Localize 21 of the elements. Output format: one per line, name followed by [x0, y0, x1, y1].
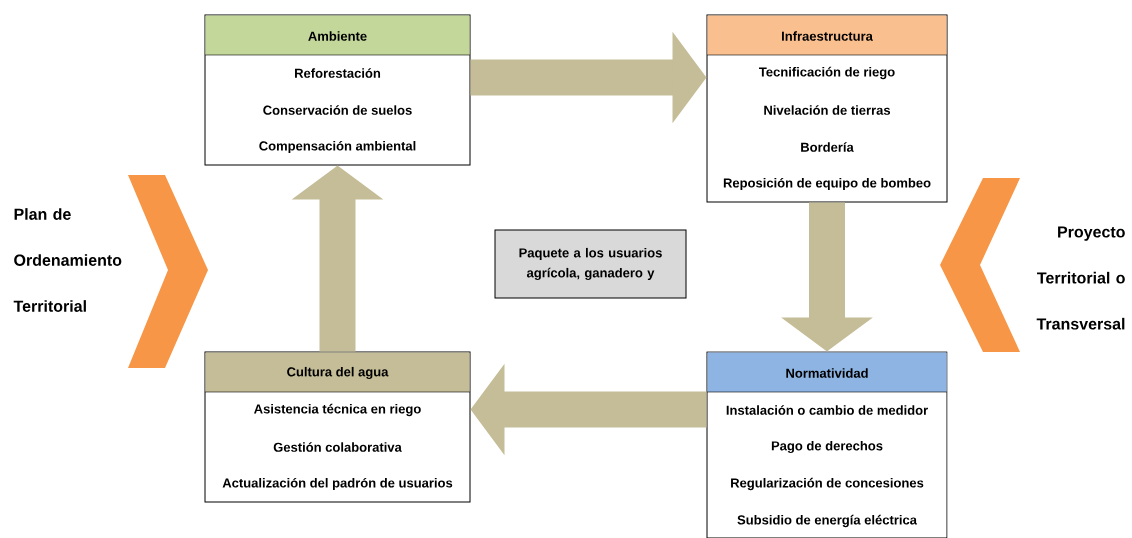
side-label: Proyecto Territorial o Transversal [1036, 226, 1125, 330]
list-item: Instalación o cambio de medidor [726, 405, 928, 415]
list-item: Subsidio de energía eléctrica [737, 514, 918, 528]
label-box: Paquete a los usuarios agrícola, ganadero y [494, 229, 687, 299]
list-item: Asistencia técnica en riego [254, 403, 421, 417]
side-label: Plan de Ordenamiento Territorial [13, 208, 122, 312]
list-item: Pago de derechos [771, 440, 883, 454]
header-bar: Ambiente [204, 15, 471, 56]
list-item: Actualización del padrón de usuarios [222, 477, 453, 491]
list-item: Tecnificación de riego [759, 66, 895, 80]
list-item: Reforestación [295, 68, 381, 78]
list-item: Conservación de suelos [263, 105, 412, 115]
header-bar: Cultura del agua [204, 352, 471, 393]
list-item: Regularización de concesiones [731, 477, 924, 491]
list-item: Bordería [801, 142, 854, 152]
header-bar: Normatividad [706, 352, 948, 393]
list-item: Compensación ambiental [259, 140, 416, 154]
list-item: Gestión colaborativa [273, 442, 402, 452]
list-item: Reposición de equipo de bombeo [723, 177, 931, 191]
list-item: Nivelación de tierras [764, 105, 891, 115]
header-bar: Infraestructura [706, 15, 948, 56]
